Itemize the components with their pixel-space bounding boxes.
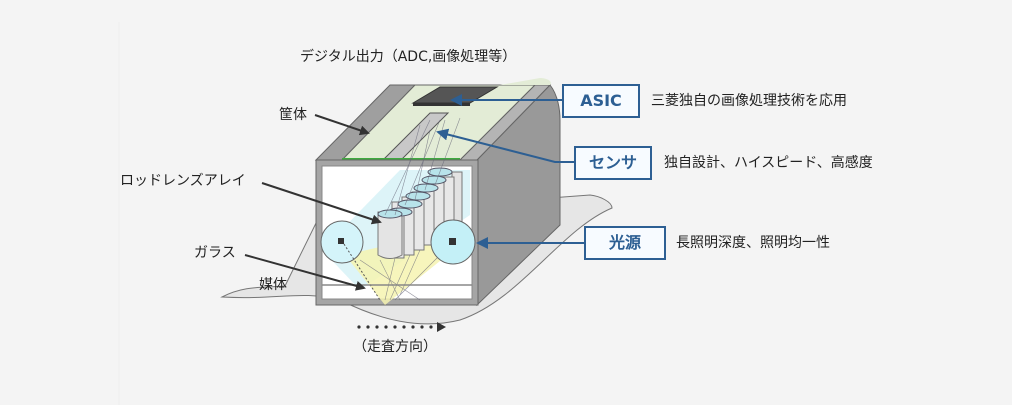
diagram-title: デジタル出力（ADC,画像処理等） [300, 49, 517, 65]
light-source-right [430, 219, 476, 265]
housing-leader [314, 114, 370, 136]
rod-lens-array [377, 167, 463, 259]
housing-top-right-bulge [500, 78, 551, 85]
label-medium: 媒体 [259, 277, 287, 293]
label-rod-lens-array: ロッドレンズアレイ [120, 173, 246, 189]
housing-right-side [476, 84, 561, 307]
callout-asic-description: 三菱独自の画像処理技術を応用 [651, 93, 847, 109]
label-glass: ガラス [194, 245, 236, 261]
callout-light-source: 光源 [584, 226, 666, 260]
light-source-left [320, 220, 381, 301]
callout-light-source-description: 長照明深度、照明均一性 [676, 235, 830, 251]
rod-lens-leader [261, 182, 382, 225]
sensor-leader [436, 128, 574, 163]
callout-sensor: センサ [574, 146, 652, 180]
callout-sensor-description: 独自設計、ハイスピード、高感度 [664, 155, 873, 171]
asic-chip-edge [413, 103, 470, 106]
label-scan-direction: （走査方向） [353, 339, 437, 355]
scan-direction-arrow [357, 322, 446, 332]
callout-asic: ASIC [562, 84, 640, 118]
glass-leader [244, 254, 366, 291]
label-housing: 筐体 [279, 107, 307, 123]
